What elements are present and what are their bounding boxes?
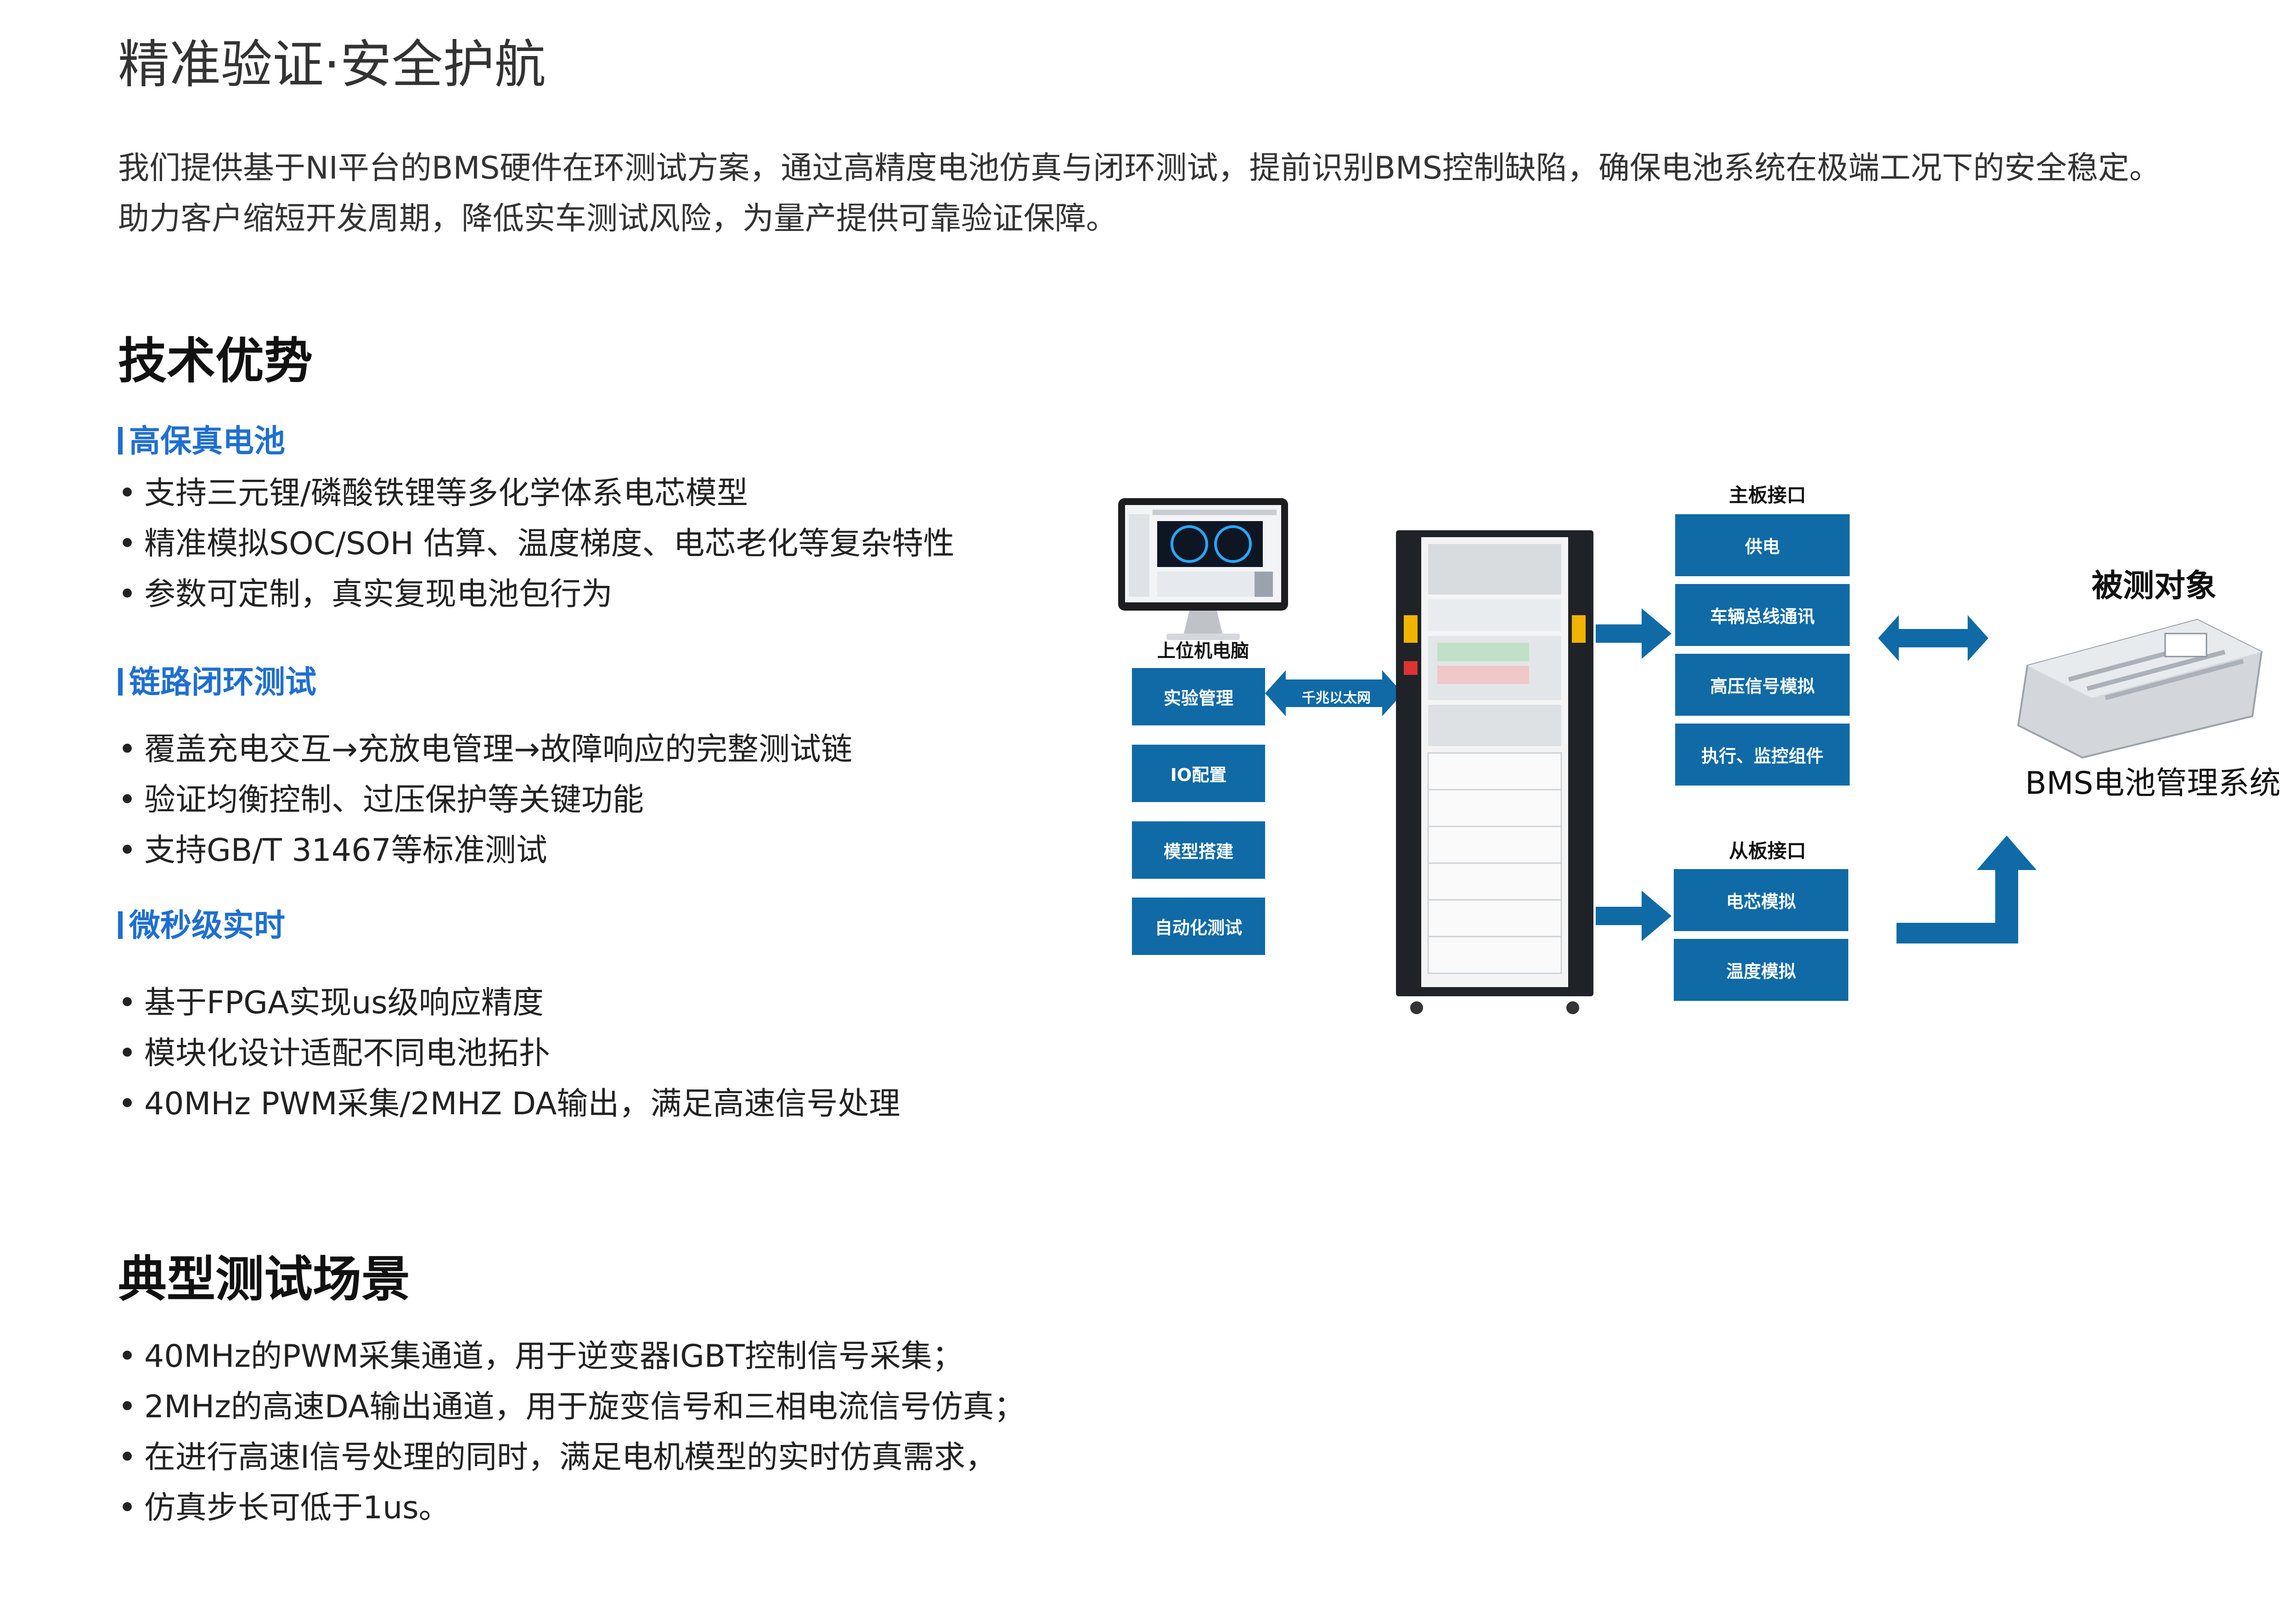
dut-link-arrow-icon xyxy=(1878,615,1988,661)
bms-unit-icon xyxy=(2017,618,2263,759)
to-main-board-arrow-icon xyxy=(1596,608,1671,659)
list-item: 覆盖充电交互→充放电管理→故障响应的完整测试链 xyxy=(118,724,852,775)
dut-label: 被测对象 xyxy=(2092,568,2217,604)
slave-board-temp: 温度模拟 xyxy=(1674,939,1848,1001)
group-heading-realtime: 微秒级实时 xyxy=(118,900,285,945)
slave-board-cell: 电芯模拟 xyxy=(1674,869,1848,931)
pc-button-experiment: 实验管理 xyxy=(1132,668,1265,725)
group-heading-battery: 高保真电池 xyxy=(118,415,285,461)
ethernet-label: 千兆以太网 xyxy=(1302,690,1371,706)
pc-button-io-config: IO配置 xyxy=(1132,745,1265,802)
test-cabinet-icon xyxy=(1396,530,1593,1014)
slave-to-dut-arrow-icon xyxy=(1896,836,2037,943)
realtime-feature-list: 基于FPGA实现us级响应精度 模块化设计适配不同电池拓扑 40MHz PWM采… xyxy=(118,978,900,1129)
group-heading-closed-loop: 链路闭环测试 xyxy=(118,657,316,702)
list-item: 在进行高速I信号处理的同时，满足电机模型的实时仿真需求， xyxy=(118,1432,1025,1483)
list-item: 仿真步长可低于1us。 xyxy=(118,1483,1025,1533)
list-item: 40MHz PWM采集/2MHZ DA输出，满足高速信号处理 xyxy=(118,1079,900,1129)
list-item: 支持三元锂/磷酸铁锂等多化学体系电芯模型 xyxy=(118,468,955,519)
closed-loop-feature-list: 覆盖充电交互→充放电管理→故障响应的完整测试链 验证均衡控制、过压保护等关键功能… xyxy=(118,724,852,876)
list-item: 40MHz的PWM采集通道，用于逆变器IGBT控制信号采集； xyxy=(118,1331,1025,1382)
to-slave-board-arrow-icon xyxy=(1596,891,1671,941)
tech-heading: 技术优势 xyxy=(118,333,313,389)
scenario-heading: 典型测试场景 xyxy=(118,1251,410,1308)
accent-bar xyxy=(118,427,123,455)
list-item: 参数可定制，真实复现电池包行为 xyxy=(118,569,955,620)
scenario-list: 40MHz的PWM采集通道，用于逆变器IGBT控制信号采集； 2MHz的高速DA… xyxy=(118,1331,1025,1533)
main-board-bus: 车辆总线通讯 xyxy=(1675,584,1850,646)
intro-line-2: 助力客户缩短开发周期，降低实车测试风险，为量产提供可靠验证保障。 xyxy=(118,201,1118,237)
list-item: 模块化设计适配不同电池拓扑 xyxy=(118,1028,900,1079)
list-item: 验证均衡控制、过压保护等关键功能 xyxy=(118,775,852,825)
main-board-power: 供电 xyxy=(1675,514,1850,576)
page-title: 精准验证·安全护航 xyxy=(118,35,546,95)
accent-bar xyxy=(118,668,123,696)
group-title: 微秒级实时 xyxy=(129,908,286,944)
group-title: 高保真电池 xyxy=(129,423,286,460)
pc-button-model: 模型搭建 xyxy=(1132,821,1265,879)
accent-bar xyxy=(118,911,123,939)
battery-feature-list: 支持三元锂/磷酸铁锂等多化学体系电芯模型 精准模拟SOC/SOH 估算、温度梯度… xyxy=(118,468,955,620)
pc-label: 上位机电脑 xyxy=(1157,640,1249,662)
list-item: 基于FPGA实现us级响应精度 xyxy=(118,978,900,1028)
list-item: 支持GB/T 31467等标准测试 xyxy=(118,825,852,876)
ethernet-arrow-icon xyxy=(1265,670,1403,716)
intro-line-1: 我们提供基于NI平台的BMS硬件在环测试方案，通过高精度电池仿真与闭环测试，提前… xyxy=(118,150,2161,186)
group-title: 链路闭环测试 xyxy=(129,664,317,701)
system-diagram: 上位机电脑 实验管理 IO配置 模型搭建 自动化测试 千兆以太网 主板接口 xyxy=(1102,459,2296,1038)
monitor-icon xyxy=(1118,498,1288,640)
slave-board-label: 从板接口 xyxy=(1729,840,1806,862)
main-board-hv: 高压信号模拟 xyxy=(1675,654,1850,716)
list-item: 精准模拟SOC/SOH 估算、温度梯度、电芯老化等复杂特性 xyxy=(118,519,955,569)
main-board-label: 主板接口 xyxy=(1729,484,1806,506)
list-item: 2MHz的高速DA输出通道，用于旋变信号和三相电流信号仿真； xyxy=(118,1382,1025,1432)
pc-button-automation: 自动化测试 xyxy=(1132,898,1265,955)
main-board-actuator: 执行、监控组件 xyxy=(1675,724,1850,786)
dut-name: BMS电池管理系统 xyxy=(2025,765,2281,802)
